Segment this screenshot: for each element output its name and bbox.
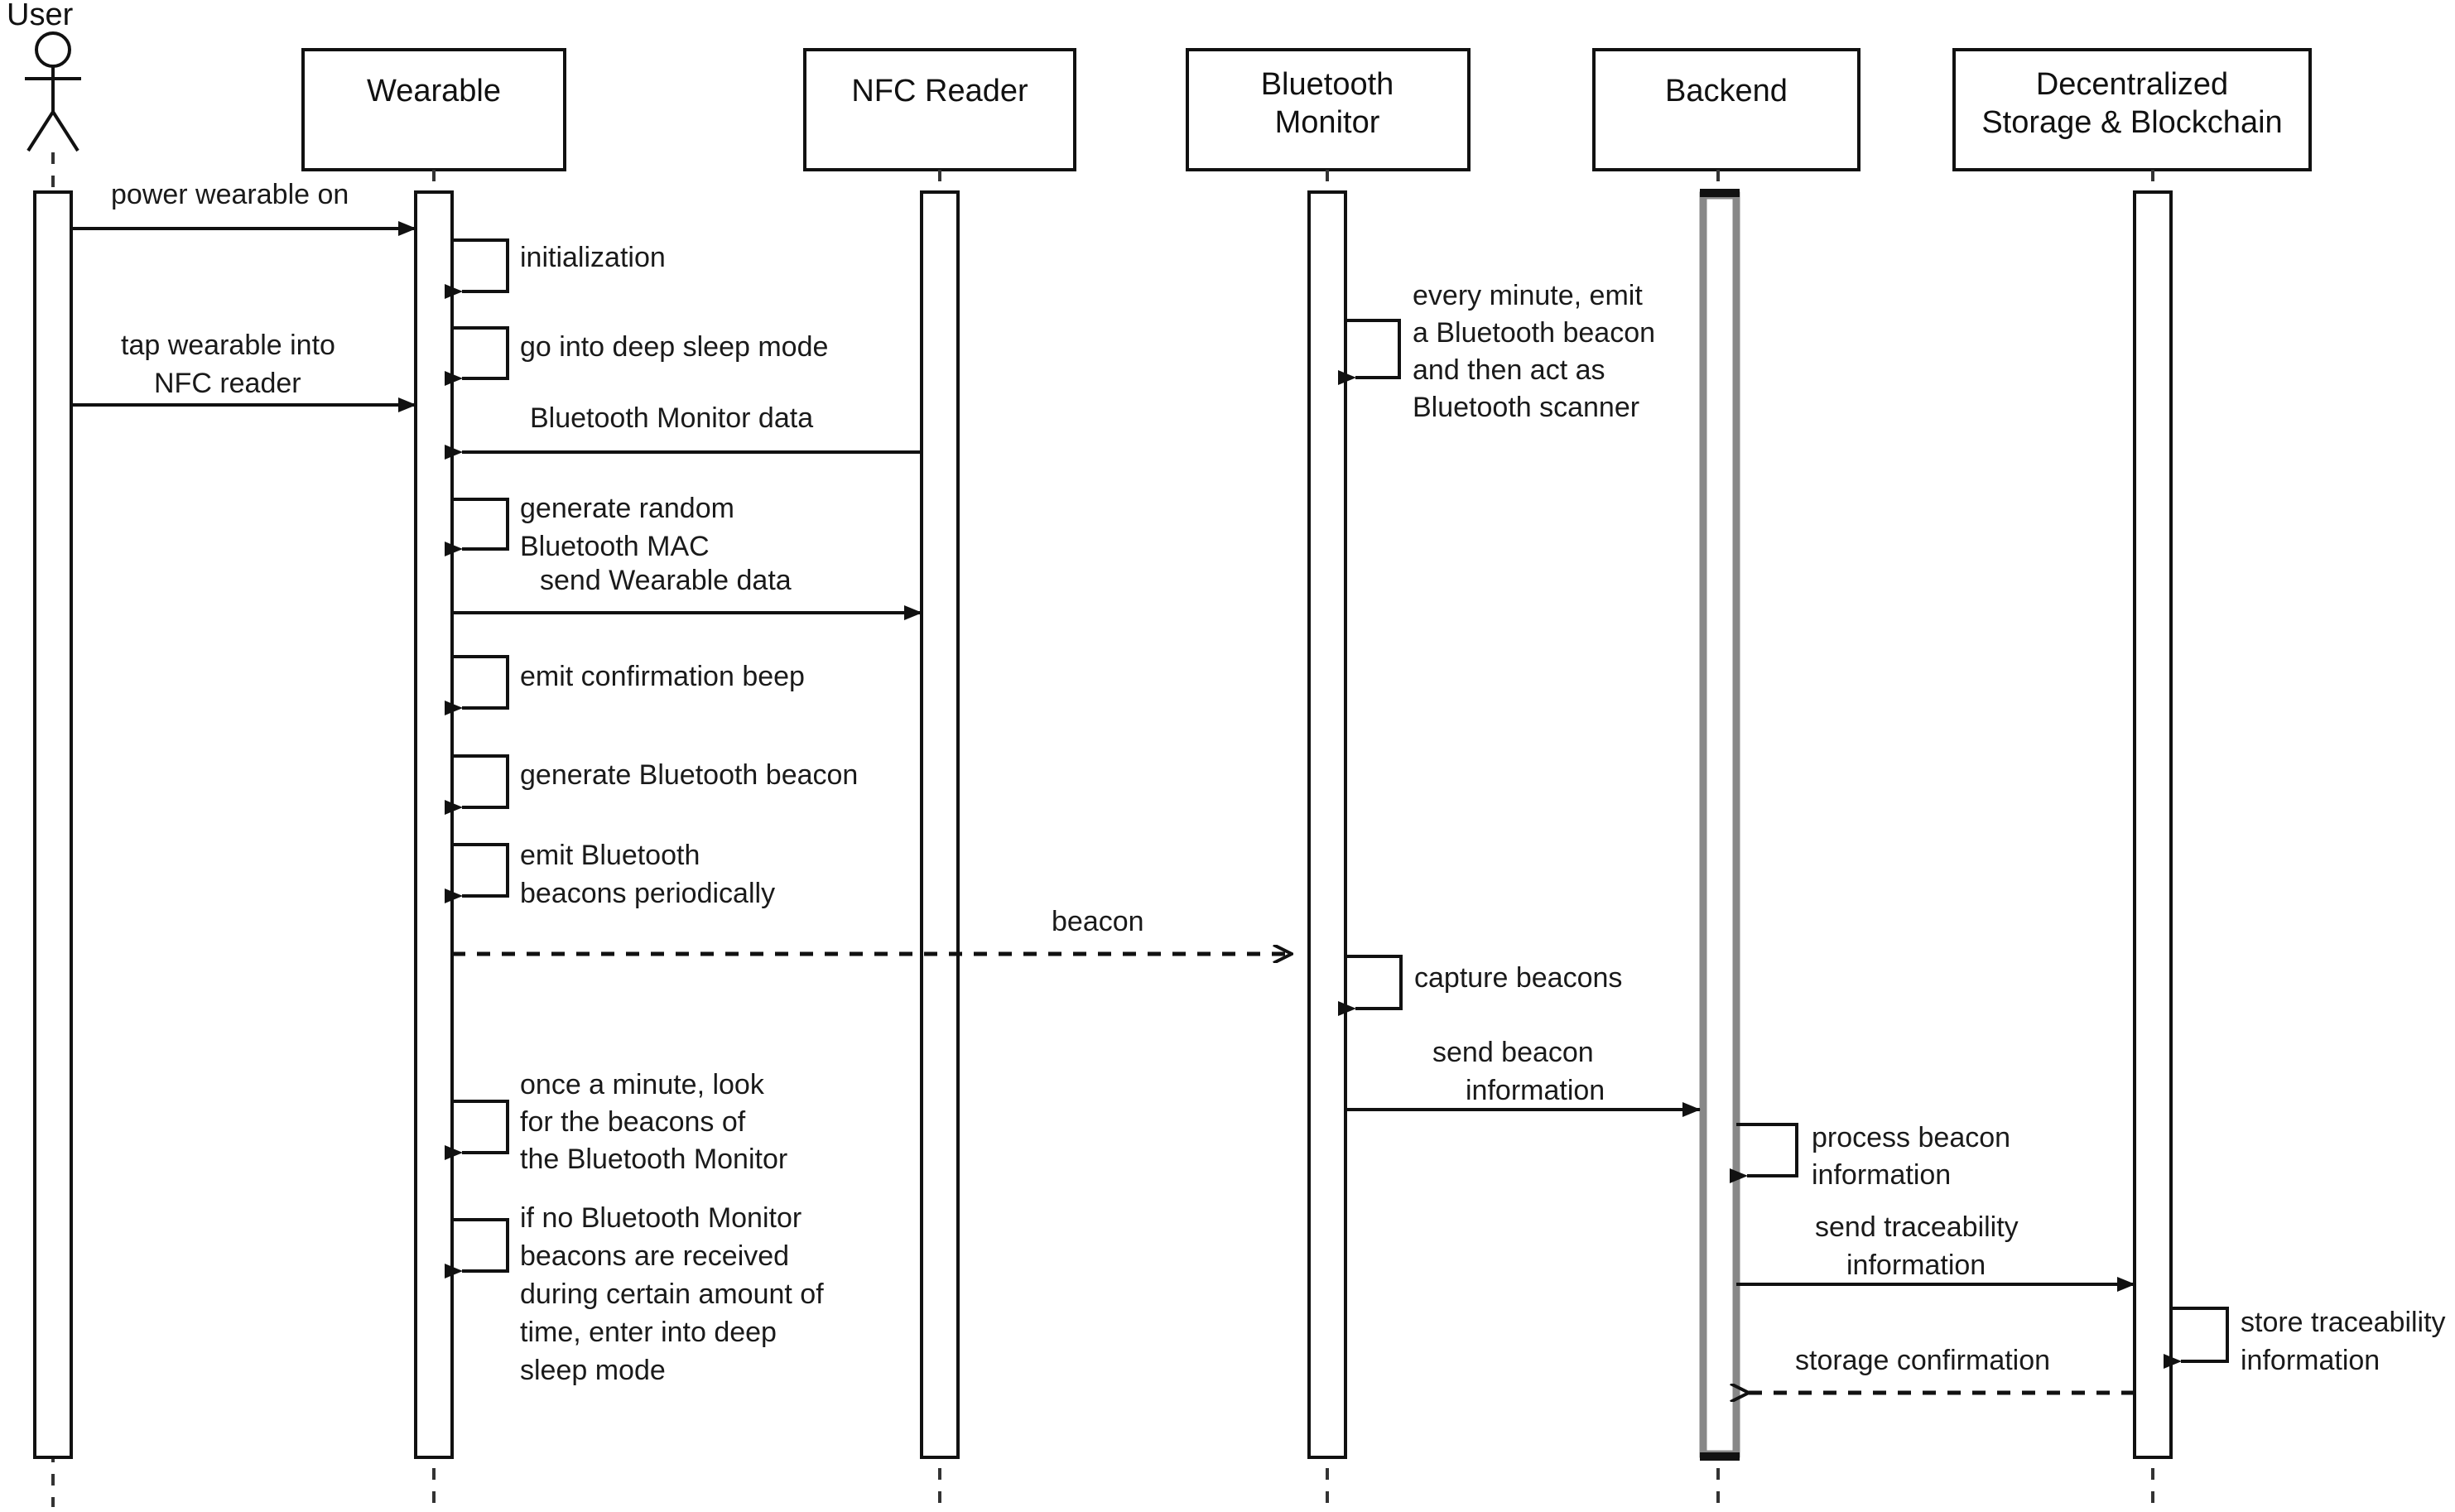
self-message-loop <box>2164 1307 2229 1369</box>
participant-user[interactable]: User <box>7 0 81 1507</box>
message-label: capture beacons <box>1414 962 1622 994</box>
message-label: go into deep sleep mode <box>520 331 828 363</box>
participant-label-bluetooth-monitor-line2: Monitor <box>1275 105 1380 140</box>
participant-box-nfc-reader[interactable] <box>803 48 1076 171</box>
self-message-loop <box>445 655 509 715</box>
message-every-minute-emit-beacon[interactable]: every minute, emit a Bluetooth beacon an… <box>1338 280 1655 423</box>
activation-backend-cap-top <box>1700 189 1740 197</box>
message-emit-confirmation-beep[interactable]: emit confirmation beep <box>445 655 805 715</box>
activation-backend <box>1699 191 1740 1458</box>
message-if-no-beacons-deep-sleep[interactable]: if no Bluetooth Monitor beacons are rece… <box>445 1202 824 1386</box>
message-label-line4: time, enter into deep <box>520 1317 777 1348</box>
participant-label-decentralized-storage-line2: Storage & Blockchain <box>1981 105 2282 140</box>
message-label-line3: and then act as <box>1413 354 1605 386</box>
message-storage-confirmation[interactable]: storage confirmation <box>1749 1345 2135 1393</box>
self-message-loop <box>445 843 509 903</box>
activation-wearable <box>414 190 454 1459</box>
message-label-line1: generate random <box>520 493 734 524</box>
message-initialization[interactable]: initialization <box>445 238 666 299</box>
message-label-line2: information <box>1466 1075 1605 1106</box>
message-capture-beacons[interactable]: capture beacons <box>1338 955 1622 1016</box>
participant-bluetooth-monitor[interactable]: Bluetooth Monitor <box>1186 48 1471 1507</box>
stick-figure-actor-icon <box>25 31 81 152</box>
participant-box-backend[interactable] <box>1592 48 1861 171</box>
message-bluetooth-monitor-data[interactable]: Bluetooth Monitor data <box>445 402 922 460</box>
participant-label-backend: Backend <box>1665 74 1788 108</box>
self-message-loop <box>445 1100 509 1160</box>
message-label-line2: a Bluetooth beacon <box>1413 317 1655 349</box>
activation-decentralized-storage <box>2133 190 2173 1459</box>
message-label-line2: NFC reader <box>154 368 301 399</box>
participant-label-decentralized-storage: Decentralized <box>2036 67 2228 102</box>
self-message-loop <box>445 238 509 299</box>
self-message-loop <box>445 754 509 815</box>
participant-backend[interactable]: Backend <box>1592 48 1861 1507</box>
message-label-line3: during certain amount of <box>520 1278 824 1310</box>
message-label-line2: for the beacons of <box>520 1106 746 1138</box>
message-label-line1: store traceability <box>2241 1307 2446 1338</box>
message-label-line3: the Bluetooth Monitor <box>520 1144 787 1175</box>
message-label-line1: every minute, emit <box>1413 280 1643 311</box>
message-label: storage confirmation <box>1795 1345 2050 1376</box>
message-label-line1: send traceability <box>1815 1211 2019 1243</box>
message-store-traceability-information[interactable]: store traceability information <box>2164 1307 2446 1376</box>
actor-label-user: User <box>7 0 74 32</box>
message-label-line1: process beacon <box>1812 1122 2010 1153</box>
activation-user <box>33 190 73 1459</box>
participant-label-bluetooth-monitor: Bluetooth <box>1261 67 1394 102</box>
self-message-loop <box>445 498 509 556</box>
participant-label-nfc-reader: NFC Reader <box>851 74 1028 108</box>
message-go-into-deep-sleep-mode[interactable]: go into deep sleep mode <box>445 326 828 386</box>
message-label-line2: beacons are received <box>520 1240 789 1272</box>
activation-bluetooth-monitor <box>1307 190 1347 1459</box>
message-label: initialization <box>520 242 666 273</box>
message-label-line2: beacons periodically <box>520 878 775 909</box>
message-label-line1: emit Bluetooth <box>520 840 700 871</box>
message-label-line2: information <box>1812 1159 1951 1191</box>
participant-wearable[interactable]: Wearable <box>301 48 566 1507</box>
message-label-line1: send beacon <box>1432 1037 1594 1068</box>
message-tap-wearable-into-nfc-reader[interactable]: tap wearable into NFC reader <box>71 330 416 412</box>
self-message-loop <box>1730 1123 1798 1183</box>
message-label-line1: once a minute, look <box>520 1069 765 1100</box>
activation-backend-cap-bottom <box>1700 1452 1740 1461</box>
message-power-wearable-on[interactable]: power wearable on <box>71 179 416 236</box>
message-label-line2: information <box>1846 1250 1986 1281</box>
message-label-line2: Bluetooth MAC <box>520 531 710 562</box>
message-label-line5: sleep mode <box>520 1355 666 1386</box>
message-label: Bluetooth Monitor data <box>530 402 813 434</box>
self-message-loop <box>1338 955 1403 1016</box>
self-message-loop <box>445 1218 509 1278</box>
message-send-beacon-information[interactable]: send beacon information <box>1345 1037 1701 1117</box>
message-process-beacon-information[interactable]: process beacon information <box>1730 1122 2010 1191</box>
message-label: generate Bluetooth beacon <box>520 759 858 791</box>
message-label-line2: information <box>2241 1345 2380 1376</box>
message-label: send Wearable data <box>540 565 792 596</box>
participant-box-wearable[interactable] <box>301 48 566 171</box>
message-label: beacon <box>1052 906 1144 937</box>
participant-nfc-reader[interactable]: NFC Reader <box>803 48 1076 1507</box>
self-message-loop <box>1338 319 1401 385</box>
message-label-line1: tap wearable into <box>121 330 335 361</box>
participant-decentralized-storage[interactable]: Decentralized Storage & Blockchain <box>1952 48 2312 1507</box>
message-send-wearable-data[interactable]: send Wearable data <box>452 565 922 620</box>
message-generate-random-bluetooth-mac[interactable]: generate random Bluetooth MAC <box>445 493 734 562</box>
message-label: power wearable on <box>111 179 349 210</box>
message-label-line1: if no Bluetooth Monitor <box>520 1202 801 1234</box>
participant-label-wearable: Wearable <box>367 74 501 108</box>
message-generate-bluetooth-beacon[interactable]: generate Bluetooth beacon <box>445 754 858 815</box>
message-emit-bluetooth-beacons-periodically[interactable]: emit Bluetooth beacons periodically <box>445 840 775 909</box>
participant-box-decentralized-storage[interactable] <box>1952 48 2312 171</box>
message-send-traceability-information[interactable]: send traceability information <box>1736 1211 2135 1292</box>
message-beacon[interactable]: beacon <box>452 906 1292 954</box>
message-label-line4: Bluetooth scanner <box>1413 392 1639 423</box>
self-message-loop <box>445 326 509 386</box>
activation-nfc-reader <box>920 190 960 1459</box>
message-label: emit confirmation beep <box>520 661 805 692</box>
message-once-a-minute-look-for-beacons[interactable]: once a minute, look for the beacons of t… <box>445 1069 787 1175</box>
